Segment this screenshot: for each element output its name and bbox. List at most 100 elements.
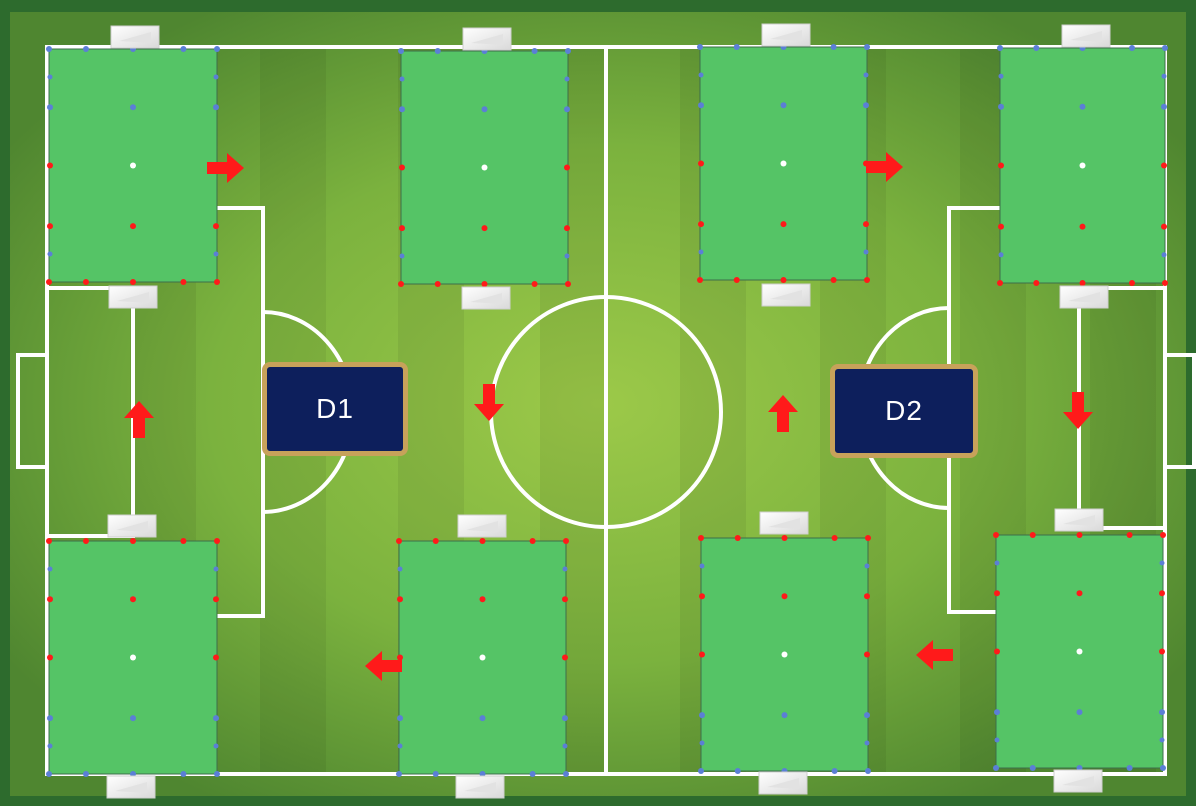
zone-dot [999,252,1004,257]
zone-dot [180,279,186,285]
zone-dot [1160,765,1166,771]
mini-goal-cone [463,28,511,50]
zone-dot [130,163,136,169]
mini-goal-cone [456,776,504,798]
mini-goal-cone [762,24,810,46]
zone-dot [399,225,405,231]
zone-dot [213,655,219,661]
zone-dot [482,281,488,287]
zone-dot [398,48,404,54]
zone-dot [1161,224,1167,230]
zone-dot [130,279,136,285]
zone-dot [83,771,89,777]
zone-dot [1077,709,1083,715]
zone-dot [864,44,870,50]
zone-dot [1077,590,1083,596]
zone-dot [994,709,1000,715]
zone-dot [46,279,52,285]
zone-dot [213,104,219,110]
mini-goal-cone [762,284,810,306]
zone-dot [47,104,53,110]
zone-dot [563,771,569,777]
zone-dot [782,593,788,599]
zone-top-left-1 [46,46,220,285]
zone-bottom-right-2 [993,532,1166,771]
zone-dot [214,566,219,571]
zone-dot [482,106,488,112]
zone-dot [563,566,568,571]
zone-dot [565,281,571,287]
mini-goal-cone [1060,286,1108,308]
zone-dot [1160,532,1166,538]
zone-dot [130,223,136,229]
mini-goal-cone [108,515,156,537]
zone-dot [47,596,53,602]
zone-dot [1127,765,1133,771]
zone-dot [993,765,999,771]
zone-dot [83,279,89,285]
zone-dot [214,538,220,544]
zone-dot [700,741,705,746]
zone-dot [1129,45,1135,51]
zone-dot [697,44,703,50]
zone-dot [214,74,219,79]
zone-dot [398,281,404,287]
zone-dot [700,563,705,568]
zone-dot [1129,280,1135,286]
zone-dot [435,48,441,54]
zone-dot [782,535,788,541]
zone-dot [1162,252,1167,257]
zone-dot [562,715,568,721]
mini-goal-cone [1055,509,1103,531]
zone-dot [998,224,1004,230]
zone-dot [563,538,569,544]
zone-dot [863,221,869,227]
zone-dot [699,72,704,77]
zone-dot [1030,765,1036,771]
zone-dot [480,596,486,602]
zone-dot [213,223,219,229]
zone-dot [831,44,837,50]
zone-dot [782,652,788,658]
zone-dot [398,566,403,571]
zone-dot [865,741,870,746]
zone-dot [864,652,870,658]
zone-dot [864,250,869,255]
zone-dot [564,106,570,112]
zone-dot [735,535,741,541]
zone-dot [735,768,741,774]
defender-label-d1: D1 [262,362,408,456]
zone-dot [782,712,788,718]
zone-dot [999,74,1004,79]
zone-dot [1030,532,1036,538]
zone-dot [1033,280,1039,286]
zone-dot [83,538,89,544]
zone-dot [480,655,486,661]
zone-dot [397,715,403,721]
zone-dot [831,277,837,283]
zone-dot [698,102,704,108]
zone-dot [130,538,136,544]
zone-dot [83,46,89,52]
zone-dot [997,280,1003,286]
zone-dot [396,771,402,777]
zone-dot [214,771,220,777]
zone-dot [46,538,52,544]
zone-dot [398,744,403,749]
zone-dot [213,596,219,602]
zone-dot [863,102,869,108]
zone-dot [832,535,838,541]
zone-dot [564,165,570,171]
zone-dot [1161,104,1167,110]
zone-dot [564,225,570,231]
zone-dot [480,538,486,544]
zone-dot [47,223,53,229]
zone-bottom-right-1 [698,535,871,774]
zone-dot [399,106,405,112]
zone-dot [397,655,403,661]
zone-dot [997,45,1003,51]
zone-dot [699,250,704,255]
zone-dot [1162,45,1168,51]
zone-dot [864,593,870,599]
zone-dot [1080,163,1086,169]
